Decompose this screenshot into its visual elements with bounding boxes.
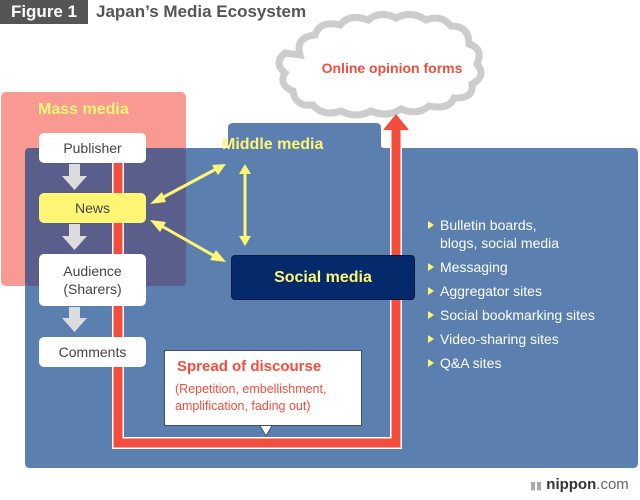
list-item: Messaging	[426, 258, 595, 276]
bullet-triangle-icon	[428, 263, 434, 271]
middle-media-title: Middle media	[222, 136, 324, 153]
mass-media-title: Mass media	[38, 101, 129, 118]
down-arrow-1	[62, 164, 87, 190]
publisher-box: Publisher	[39, 133, 146, 163]
list-item: Bulletin boards, blogs, social media	[426, 216, 595, 252]
publisher-label: Publisher	[63, 140, 122, 156]
cloud-shape	[275, 11, 485, 119]
bullet-triangle-icon	[428, 221, 434, 229]
list-item: Aggregator sites	[426, 282, 595, 300]
bullet-triangle-icon	[428, 335, 434, 343]
social-media-label: Social media	[274, 268, 372, 286]
audience-label: Audience	[63, 263, 122, 279]
figure-label: Figure 1	[0, 0, 88, 24]
down-arrow-3	[62, 307, 87, 332]
comments-box: Comments	[39, 337, 146, 367]
bullet-triangle-icon	[428, 311, 434, 319]
list-item: Q&A sites	[426, 354, 595, 372]
down-arrow-2	[62, 224, 87, 250]
flow-arrows	[62, 164, 87, 332]
figure-title: Japan’s Media Ecosystem	[96, 2, 307, 21]
cloud-label: Online opinion forms	[321, 60, 463, 76]
audience-box: Audience (Sharers)	[39, 254, 146, 306]
sharers-label: (Sharers)	[63, 281, 122, 297]
bullet-triangle-icon	[428, 359, 434, 367]
yellow-arrows	[150, 164, 251, 262]
list-item: Social bookmarking sites	[426, 306, 595, 324]
news-label: News	[74, 200, 110, 216]
callout-title: Spread of discourse	[177, 358, 322, 375]
nippon-logo: ▮▮ nippon.com	[530, 476, 629, 493]
comments-label: Comments	[58, 344, 127, 360]
social-media-box: Social media	[231, 255, 415, 300]
spread-of-discourse-callout: Spread of discourse (Repetition, embelli…	[164, 350, 362, 426]
callout-description: (Repetition, embellishment, amplificatio…	[175, 382, 327, 413]
news-box: News	[39, 193, 146, 223]
bullet-triangle-icon	[428, 287, 434, 295]
list-item: Video-sharing sites	[426, 330, 595, 348]
logo-mark-icon: ▮▮	[530, 480, 543, 492]
middle-media-list: Bulletin boards, blogs, social media Mes…	[426, 216, 595, 378]
red-arrowhead-up	[383, 114, 409, 130]
